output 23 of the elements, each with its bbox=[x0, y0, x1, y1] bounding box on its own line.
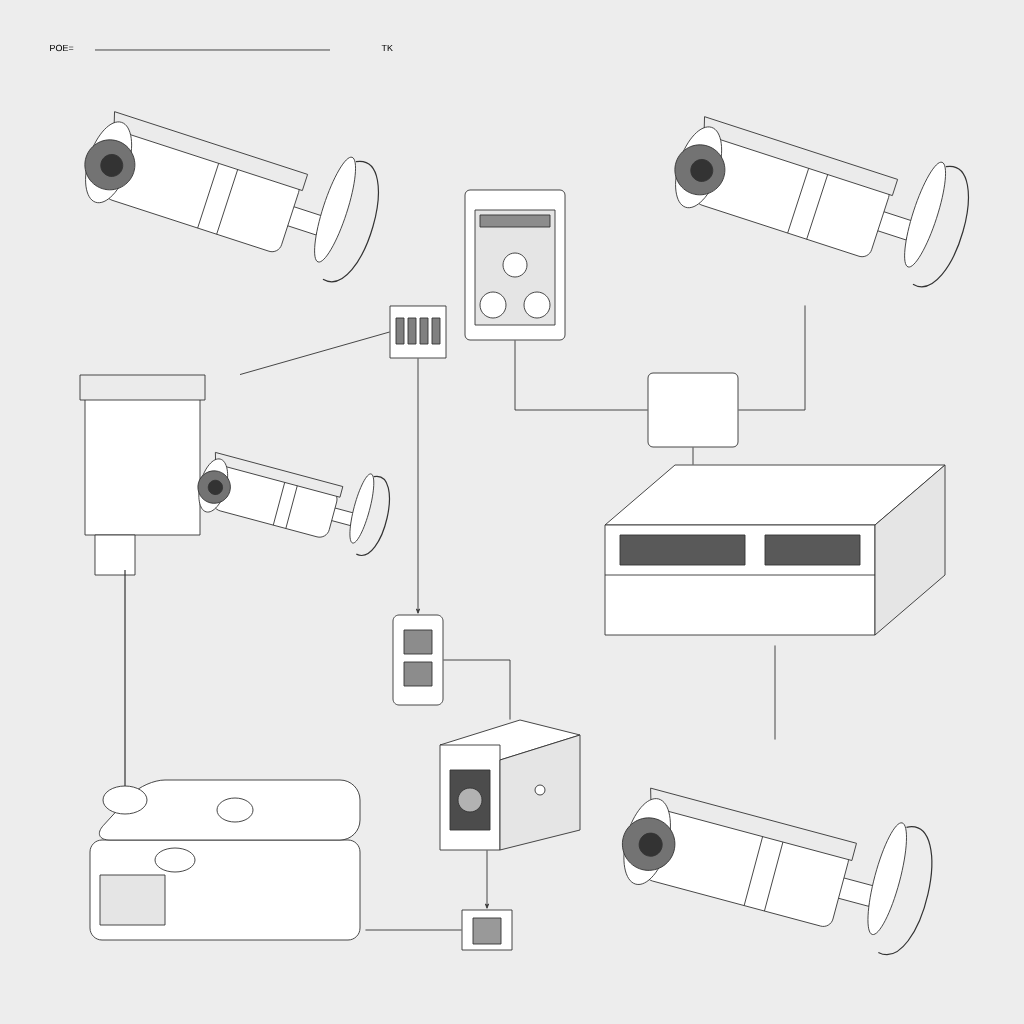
connector-line bbox=[365, 929, 462, 931]
switch-drawing bbox=[389, 305, 447, 359]
connector-line bbox=[239, 331, 390, 375]
camera-drawing bbox=[621, 787, 933, 956]
connector-line bbox=[738, 305, 806, 411]
part-label: POE= bbox=[50, 44, 74, 52]
module-drawing bbox=[439, 719, 581, 851]
terminal-block bbox=[461, 909, 513, 951]
base-drawing bbox=[89, 569, 361, 941]
control-panel-drawing bbox=[464, 189, 566, 341]
connector-line bbox=[514, 340, 648, 411]
camera-drawing bbox=[84, 111, 379, 283]
pole-camera-drawing bbox=[79, 374, 390, 576]
junction-box bbox=[647, 372, 739, 448]
camera-drawing bbox=[674, 116, 969, 288]
connector-line bbox=[443, 659, 511, 720]
recorder-drawing bbox=[604, 464, 946, 636]
connector-line bbox=[415, 358, 421, 614]
connector-line bbox=[692, 447, 694, 465]
connector-line bbox=[774, 645, 776, 740]
connector-drawing bbox=[392, 614, 444, 706]
connector-line bbox=[484, 850, 490, 909]
part-label: TK bbox=[381, 44, 393, 52]
